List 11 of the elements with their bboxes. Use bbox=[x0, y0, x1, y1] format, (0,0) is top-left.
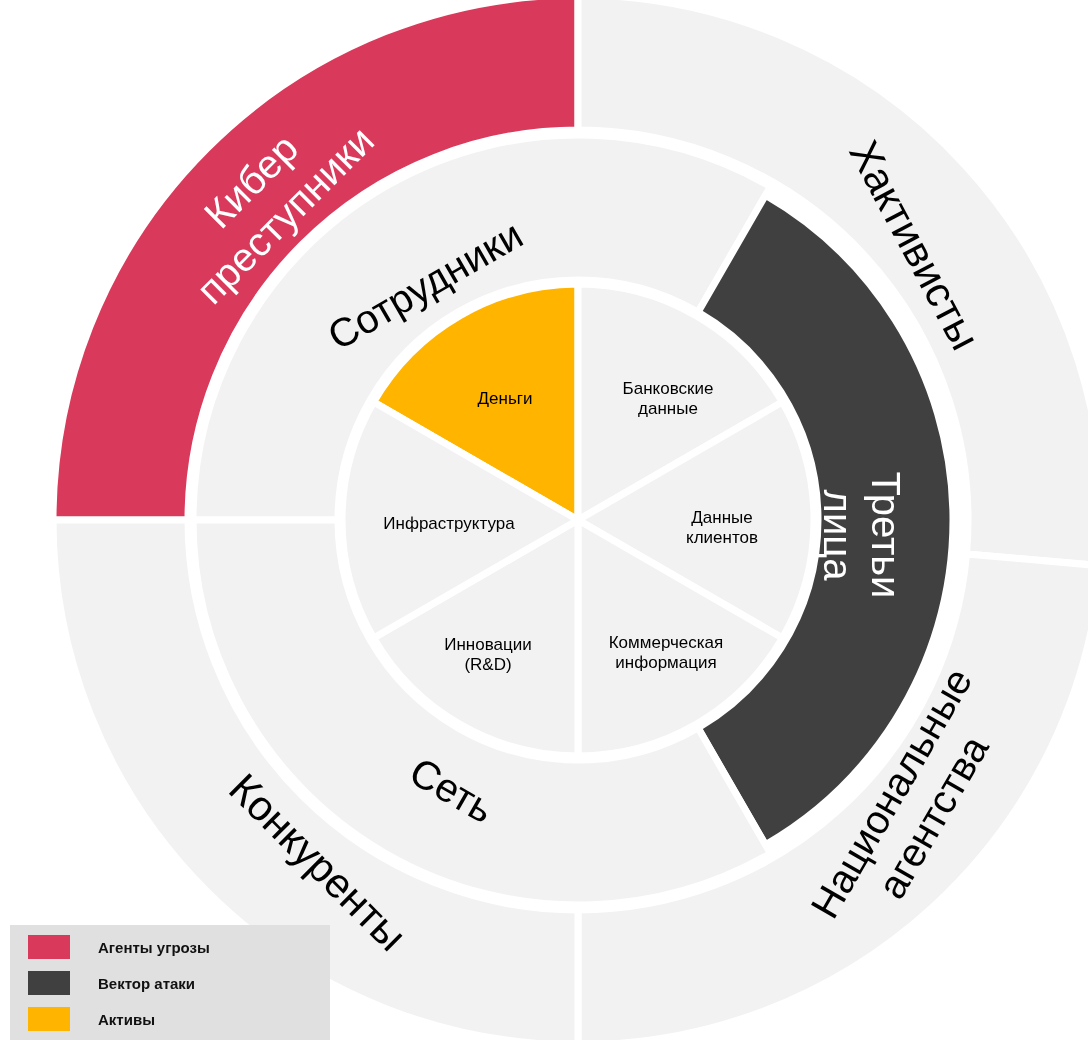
segment-label: Третьи лица bbox=[816, 471, 908, 599]
segment-label: Деньги bbox=[477, 388, 533, 408]
segment-label: Банковские данные bbox=[622, 378, 714, 419]
segment-label: Данные клиентов bbox=[686, 507, 758, 548]
legend-label: Агенты угрозы bbox=[98, 939, 210, 956]
segment-label: Инновации (R&D) bbox=[444, 634, 532, 675]
segment-label: Инфраструктура bbox=[383, 513, 515, 533]
legend-label: Активы bbox=[98, 1011, 155, 1028]
segment-label: Коммерческая информация bbox=[608, 632, 724, 673]
legend-label: Вектор атаки bbox=[98, 975, 196, 992]
segment-label: Сеть bbox=[402, 748, 502, 832]
